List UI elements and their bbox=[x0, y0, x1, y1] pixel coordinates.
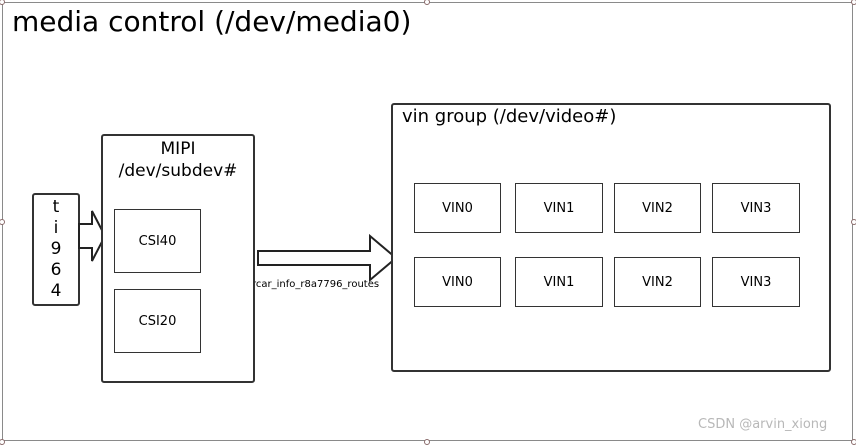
vin-group-title: vin group (/dev/video#) bbox=[402, 106, 617, 127]
resize-handle-bottom-left[interactable] bbox=[0, 439, 5, 445]
vin1-box-row2[interactable]: VIN1 bbox=[515, 257, 603, 307]
resize-handle-bottom-right[interactable] bbox=[851, 439, 856, 445]
vin0-box-row2[interactable]: VIN0 bbox=[414, 257, 501, 307]
resize-handle-middle-right[interactable] bbox=[851, 219, 856, 225]
resize-handle-top-left[interactable] bbox=[0, 0, 5, 5]
vin2-box-row2[interactable]: VIN2 bbox=[614, 257, 701, 307]
mipi-label-line1: MIPI bbox=[160, 139, 196, 159]
vin1-box-row1[interactable]: VIN1 bbox=[515, 183, 603, 233]
mipi-label-line2: /dev/subdev# bbox=[118, 161, 238, 181]
vin3-box-row2[interactable]: VIN3 bbox=[712, 257, 800, 307]
diagram-title: media control (/dev/media0) bbox=[12, 5, 412, 38]
route-label: rcar_info_r8a7796_routes bbox=[252, 279, 380, 290]
csdn-watermark: CSDN @arvin_xiong bbox=[698, 417, 828, 432]
csi20-box[interactable]: CSI20 bbox=[114, 289, 201, 353]
csi40-box[interactable]: CSI40 bbox=[114, 209, 201, 273]
vin2-box-row1[interactable]: VIN2 bbox=[614, 183, 701, 233]
mipi-label: MIPI /dev/subdev# bbox=[101, 138, 255, 182]
ti964-char: t bbox=[52, 197, 60, 217]
ti964-char: 4 bbox=[50, 281, 62, 301]
vin3-box-row1[interactable]: VIN3 bbox=[712, 183, 800, 233]
arrow-ti964-to-mipi bbox=[78, 210, 107, 262]
resize-handle-middle-left[interactable] bbox=[0, 219, 5, 225]
arrow-mipi-to-vin bbox=[257, 233, 398, 283]
ti964-char: 9 bbox=[50, 239, 62, 259]
resize-handle-top-center[interactable] bbox=[424, 0, 430, 5]
resize-handle-bottom-center[interactable] bbox=[424, 439, 430, 445]
ti964-char: i bbox=[53, 218, 59, 238]
vin0-box-row1[interactable]: VIN0 bbox=[414, 183, 501, 233]
vin-group-box[interactable] bbox=[391, 103, 831, 372]
ti964-box[interactable]: t i 9 6 4 bbox=[32, 193, 80, 306]
ti964-char: 6 bbox=[50, 260, 62, 280]
resize-handle-top-right[interactable] bbox=[851, 0, 856, 5]
